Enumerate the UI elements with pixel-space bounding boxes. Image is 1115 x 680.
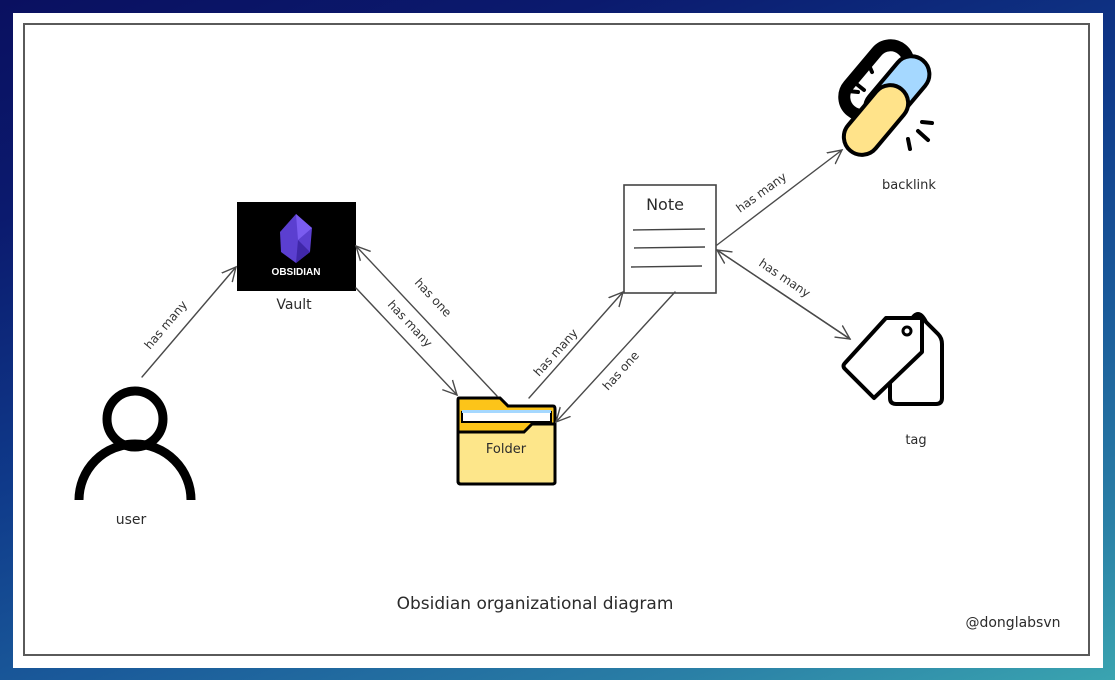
folder-icon[interactable] — [456, 396, 557, 486]
tag-icon[interactable] — [841, 312, 944, 406]
note-icon[interactable] — [623, 184, 717, 294]
tag-label: tag — [905, 433, 926, 448]
edge-label-note-tag: has many — [756, 256, 813, 300]
diagram-frame — [23, 23, 1090, 656]
edge-folder-vault — [356, 246, 498, 397]
edge-user-vault — [141, 267, 236, 378]
edge-label-vault-folder: has many — [385, 297, 435, 350]
user-label: user — [116, 512, 147, 528]
edge-label-note-folder: has one — [600, 348, 642, 393]
edge-folder-note — [528, 292, 623, 399]
edge-note-tag — [716, 249, 850, 339]
backlink-icon[interactable] — [836, 38, 936, 162]
watermark: @donglabsvn — [965, 615, 1060, 631]
obsidian-logo-icon[interactable]: OBSIDIAN — [237, 202, 356, 291]
folder-label: Folder — [486, 442, 527, 457]
obsidian-logo-text: OBSIDIAN — [272, 267, 321, 278]
vault-label: Vault — [276, 297, 312, 313]
edge-label-note-backlink: has many — [734, 170, 790, 216]
edge-label-folder-note: has many — [531, 326, 581, 379]
edge-note-backlink — [716, 150, 842, 246]
edge-vault-folder — [355, 287, 457, 395]
user-icon[interactable] — [74, 386, 196, 501]
edge-note-folder — [556, 291, 676, 422]
backlink-label: backlink — [882, 178, 936, 193]
note-label: Note — [646, 195, 684, 214]
diagram-title: Obsidian organizational diagram — [397, 594, 674, 614]
edge-label-user-vault: has many — [142, 298, 191, 352]
